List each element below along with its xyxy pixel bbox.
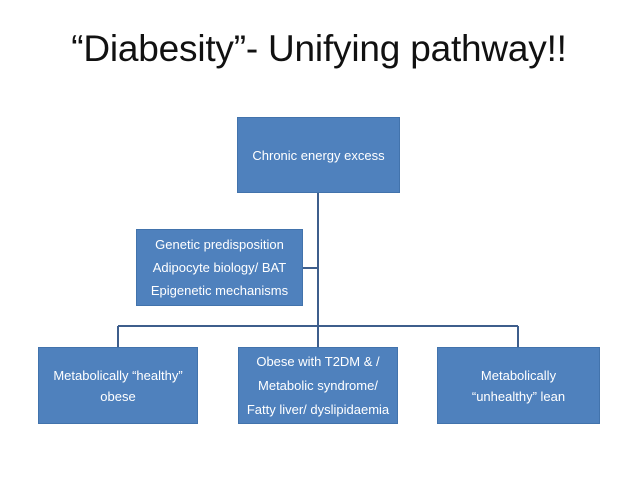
node-metabolically-unhealthy-lean: Metabolically “unhealthy” lean — [437, 347, 600, 424]
node-text-line: Adipocyte biology/ BAT — [152, 260, 287, 275]
node-text-line: Genetic predisposition — [155, 237, 284, 252]
node-text-line: Fatty liver/ dyslipidaemia — [246, 401, 390, 417]
node-text-line: Epigenetic mechanisms — [150, 283, 289, 298]
page-title: “Diabesity”- Unifying pathway!! — [71, 28, 567, 69]
node-metabolically-healthy-obese: Metabolically “healthy” obese — [38, 347, 198, 424]
node-modifiers: Genetic predisposition Adipocyte biology… — [136, 229, 303, 306]
node-text-line: “unhealthy” lean — [471, 388, 566, 404]
node-text-line: Metabolic syndrome/ — [258, 377, 378, 393]
node-chronic-energy-excess: Chronic energy excess — [237, 117, 400, 193]
node-text-line: obese — [100, 388, 136, 404]
node-text-line: Metabolically — [480, 367, 557, 383]
node-text-line: Chronic energy excess — [252, 147, 385, 163]
node-text-line: Metabolically “healthy” — [53, 367, 183, 383]
node-obese-with-t2dm: Obese with T2DM & / Metabolic syndrome/ … — [238, 347, 398, 424]
node-text-line: Obese with T2DM & / — [256, 353, 380, 369]
